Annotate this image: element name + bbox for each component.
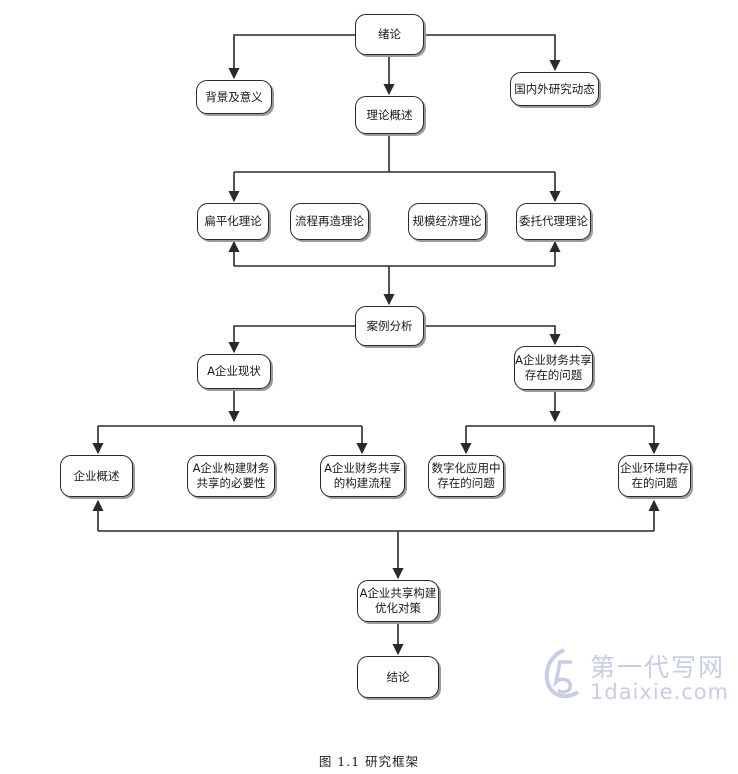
node-beijing: 背景及意义 [196, 80, 272, 114]
node-jielun: 结论 [357, 656, 439, 698]
node-xianzhuang: A企业现状 [197, 354, 271, 389]
node-youhua: A企业共享构建 优化对策 [357, 580, 439, 622]
edge-anli-xianzhuang [228, 325, 355, 354]
node-huanjing: 企业环境中存 在的问题 [618, 455, 691, 497]
edge-anli-wenti [424, 325, 561, 346]
node-xulun: 绪论 [355, 14, 424, 55]
node-wenti: A企业财务共享 存在的问题 [514, 346, 593, 390]
node-guonei: 国内外研究动态 [510, 72, 599, 106]
node-weituo: 委托代理理论 [516, 203, 591, 240]
watermark-logo-icon [544, 648, 580, 699]
edge-xulun-guonei [424, 34, 561, 72]
node-bianping: 扁平化理论 [197, 203, 269, 240]
node-lilun: 理论概述 [355, 96, 424, 134]
node-gaishu: 企业概述 [60, 455, 133, 497]
watermark-url: 1daixie.com [590, 680, 730, 704]
node-liucheng2: A企业财务共享 的构建流程 [320, 455, 405, 497]
node-biyao: A企业构建财务 共享的必要性 [187, 455, 275, 497]
node-anli: 案例分析 [355, 306, 424, 346]
figure-caption: 图 1.1 研究框架 [318, 754, 420, 769]
edge-xulun-beijing [228, 34, 355, 80]
node-guimo: 规模经济理论 [408, 203, 486, 240]
watermark-title: 第一代写网 [590, 653, 726, 682]
node-shuzihua: 数字化应用中 存在的问题 [428, 455, 504, 497]
node-liucheng: 流程再造理论 [290, 203, 369, 240]
